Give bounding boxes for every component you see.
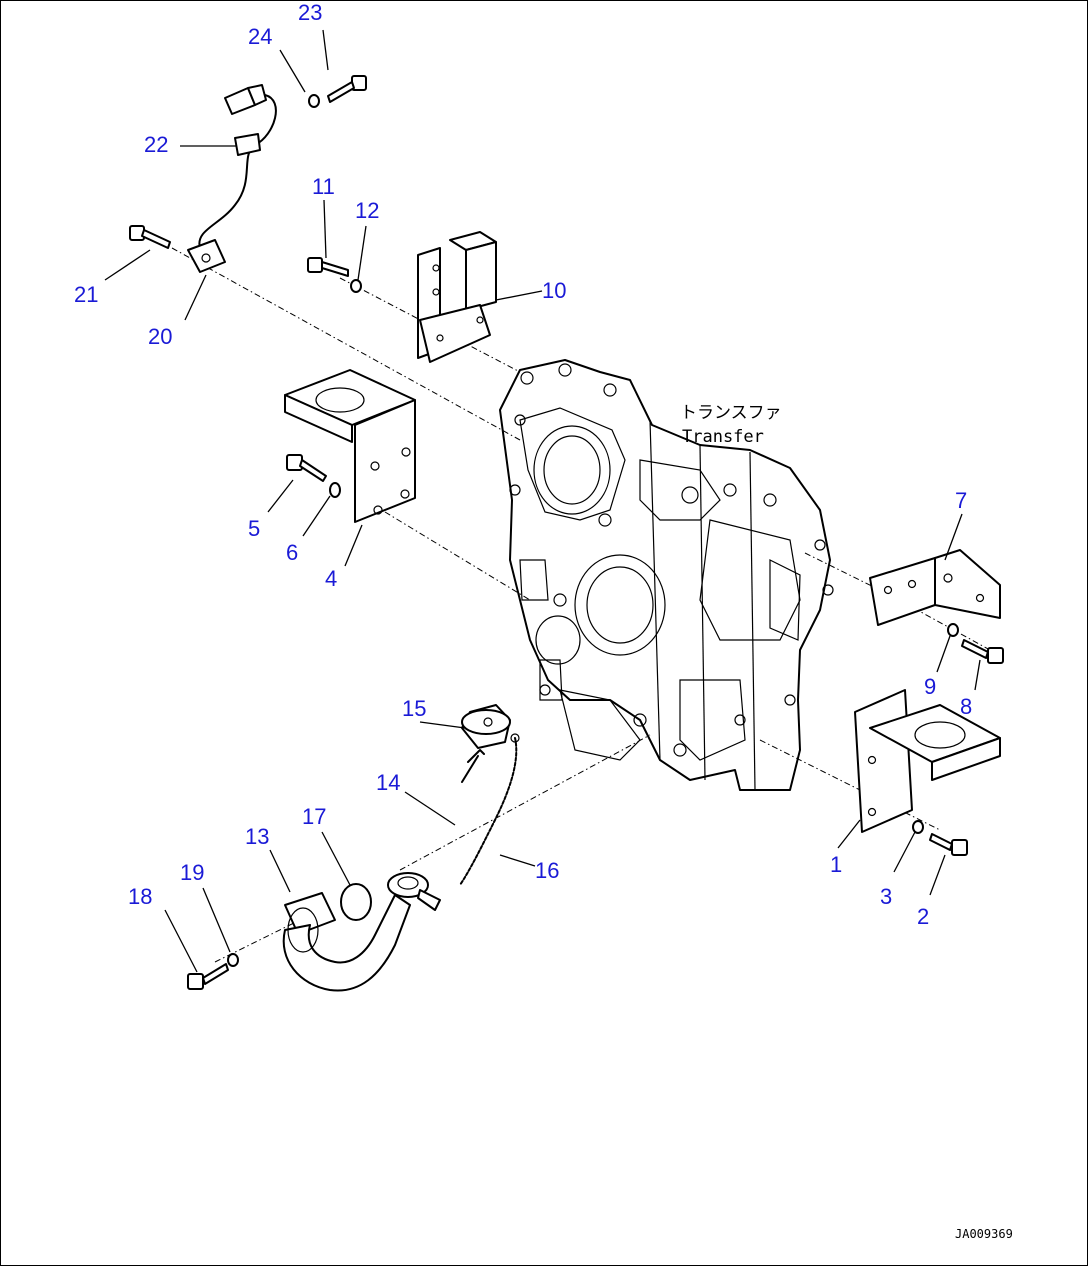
callout-23: 23 <box>298 0 322 25</box>
bracket-10 <box>417 231 497 363</box>
washer-19 <box>227 953 239 967</box>
sensor-harness-20 <box>187 84 277 273</box>
transfer-label-jp: トランスファ <box>680 403 782 423</box>
callout-1: 1 <box>830 852 842 877</box>
assembly-centerlines <box>171 247 991 963</box>
callout-3: 3 <box>880 884 892 909</box>
washer-9 <box>947 623 959 637</box>
bracket-7 <box>869 549 1001 626</box>
reference-code: JA009369 <box>955 1227 1013 1241</box>
callout-8: 8 <box>960 694 972 719</box>
leader-lines <box>104 29 981 973</box>
washer-6 <box>329 482 341 498</box>
callout-19: 19 <box>180 860 204 885</box>
bolt-23 <box>327 75 367 103</box>
bolt-11 <box>307 257 349 277</box>
bolts <box>129 75 1004 990</box>
transfer-case-housing <box>499 359 834 791</box>
o-ring-17 <box>340 883 372 921</box>
filler-cap-15 <box>461 704 511 749</box>
callout-11: 11 <box>312 174 335 199</box>
callout-14: 14 <box>376 770 400 795</box>
chain-16 <box>459 737 518 886</box>
callout-13: 13 <box>245 824 269 849</box>
pin-14 <box>461 749 485 783</box>
callout-17: 17 <box>302 804 326 829</box>
bolt-2 <box>929 833 968 856</box>
callout-6: 6 <box>286 540 298 565</box>
bracket-1 <box>854 689 1001 833</box>
bolt-18 <box>187 963 229 990</box>
bolt-8 <box>961 639 1004 664</box>
callout-10: 10 <box>542 278 566 303</box>
callout-2: 2 <box>917 904 929 929</box>
callout-24: 24 <box>248 24 272 49</box>
filler-tube-13 <box>282 872 441 992</box>
bolt-5 <box>286 454 327 482</box>
callout-12: 12 <box>355 198 379 223</box>
callout-20: 20 <box>148 324 172 349</box>
bolt-21 <box>129 225 171 249</box>
callout-18: 18 <box>128 884 152 909</box>
washer-3 <box>912 820 924 834</box>
callout-15: 15 <box>402 696 426 721</box>
washer-12 <box>350 279 362 293</box>
callout-16: 16 <box>535 858 559 883</box>
transfer-label-en: Transfer <box>682 427 764 447</box>
callout-4: 4 <box>325 566 337 591</box>
washer-24 <box>308 94 320 108</box>
callout-21: 21 <box>74 282 98 307</box>
callout-5: 5 <box>248 516 260 541</box>
bracket-4 <box>284 369 416 523</box>
callout-7: 7 <box>955 488 967 513</box>
callout-labels: 1 2 3 4 5 6 7 8 9 10 11 12 13 14 15 16 1… <box>74 0 972 929</box>
callout-9: 9 <box>924 674 936 699</box>
callout-22: 22 <box>144 132 168 157</box>
washers <box>227 94 959 967</box>
